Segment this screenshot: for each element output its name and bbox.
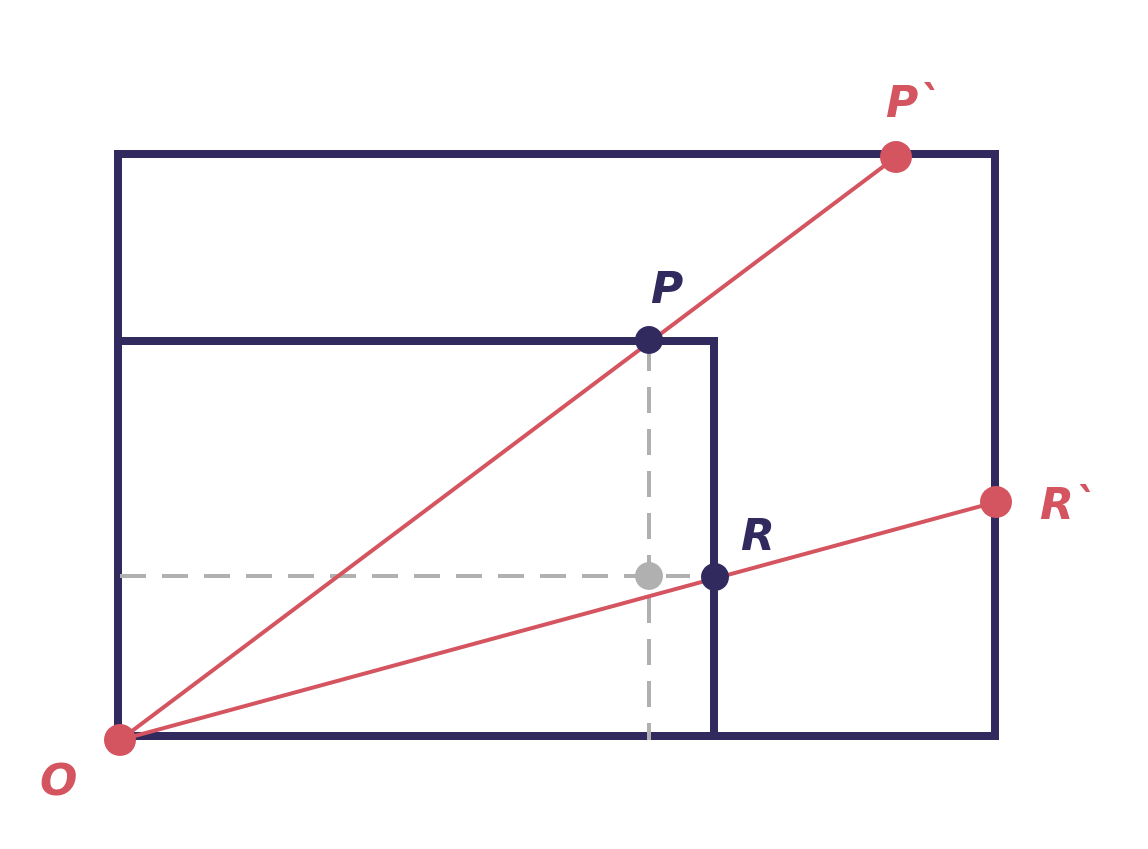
outer-rectangle [114,150,999,740]
label-r-prime: R` [1040,479,1096,530]
ray-o-to-p-prime [118,155,898,742]
label-origin: O [40,755,77,806]
inner-rectangle [114,337,718,740]
label-p: P [651,263,683,314]
label-p-prime: P` [886,77,940,128]
point-p [635,326,663,354]
point-r-prime [980,486,1012,518]
point-r [701,563,729,591]
point-origin [104,724,136,756]
guide-intersection-point [635,562,663,590]
ray-o-to-r-prime [119,500,997,742]
label-r: R [741,510,775,561]
point-p-prime [880,141,912,173]
